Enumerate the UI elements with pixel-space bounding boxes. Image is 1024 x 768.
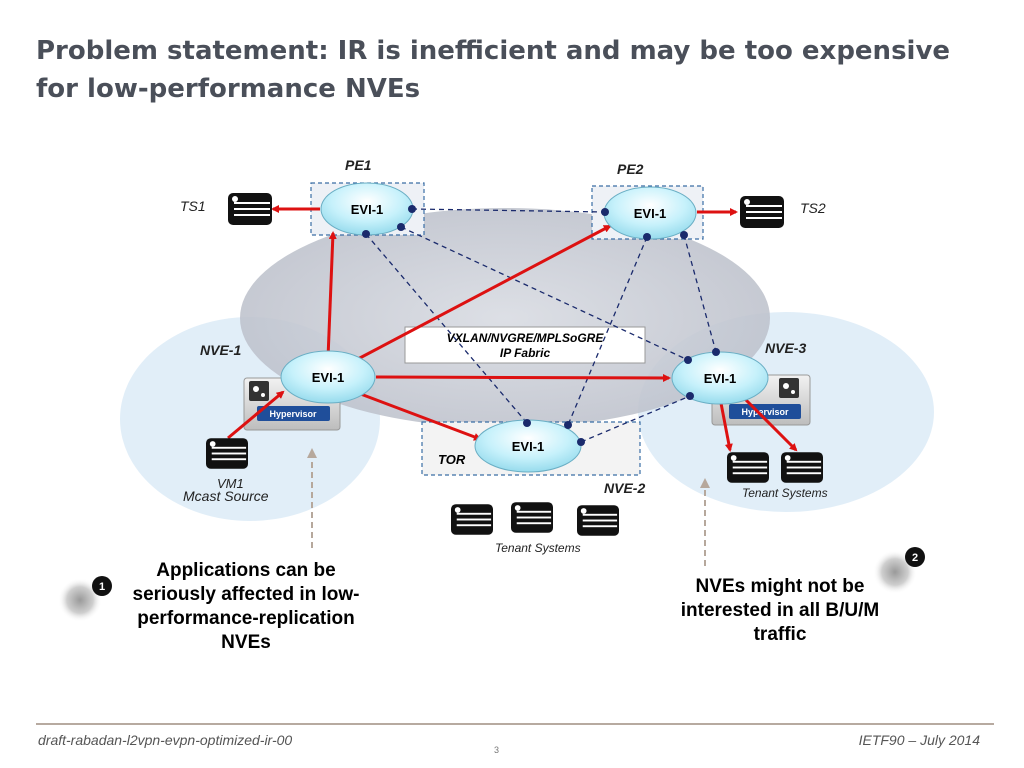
ts1-server-icon — [228, 193, 272, 225]
ts1-label: TS1 — [180, 198, 206, 214]
nve3-hypervisor-label: Hypervisor — [741, 407, 789, 417]
control-plane-links — [365, 208, 717, 443]
callout-two-text: NVEs might not be interested in all B/U/… — [680, 576, 880, 645]
nve3-tenant-server-icon-2 — [781, 452, 823, 483]
nve1-label: NVE-1 — [200, 342, 241, 358]
ts2-label: TS2 — [800, 200, 826, 216]
ts2-server-icon — [740, 196, 784, 228]
nve1-evi: EVI-1 — [280, 350, 376, 404]
pe1-evi-label: EVI-1 — [351, 202, 384, 217]
callout-one-number: 1 — [99, 581, 105, 593]
tor-label: TOR — [438, 452, 466, 467]
fabric-label-line1: VXLAN/NVGRE/MPLSoGRE — [447, 331, 605, 345]
pe2-evi-label: EVI-1 — [634, 206, 667, 221]
nve2-tenant-label: Tenant Systems — [495, 541, 581, 555]
nve2-tenant-server-icon-1 — [451, 504, 493, 535]
vm1-label: VM1 — [217, 476, 244, 491]
nve2-tenant-server-icon-2 — [511, 502, 553, 533]
vm1-server-icon — [206, 438, 248, 469]
replication-links — [227, 205, 798, 452]
page-number: 3 — [494, 745, 500, 755]
callout-two-number: 2 — [912, 552, 918, 564]
slide-title: Problem statement: IR is inefficient and… — [36, 36, 951, 104]
mcast-source-label: Mcast Source — [183, 488, 269, 504]
nve2-label: NVE-2 — [604, 480, 645, 496]
nve3-label: NVE-3 — [765, 340, 806, 356]
fabric-label-box — [404, 326, 646, 364]
nve1-evi-label: EVI-1 — [312, 370, 345, 385]
callout-two-bullet: 2 — [873, 547, 925, 594]
footer-divider — [36, 723, 994, 725]
control-endpoints — [362, 205, 720, 446]
nve2-tenant-server-icon-3 — [577, 505, 619, 536]
nve3-tenant-label: Tenant Systems — [742, 486, 828, 500]
nve3-tenant-server-icon-1 — [727, 452, 769, 483]
nve2-evi: EVI-1 — [474, 419, 582, 473]
nve2-evi-label: EVI-1 — [512, 439, 545, 454]
callout-one-bullet: 1 — [58, 576, 112, 622]
callout-one-text: Applications can be seriously affected i… — [132, 560, 360, 653]
nve1-hypervisor-label: Hypervisor — [269, 409, 317, 419]
footer-draft-name: draft-rabadan-l2vpn-evpn-optimized-ir-00 — [38, 732, 293, 748]
fabric-label-line2: IP Fabric — [500, 346, 551, 360]
nve3-evi-label: EVI-1 — [704, 371, 737, 386]
footer-event: IETF90 – July 2014 — [858, 732, 980, 748]
pe2-evi: EVI-1 — [603, 186, 697, 240]
pe1-label: PE1 — [345, 157, 372, 173]
pe2-label: PE2 — [617, 161, 644, 177]
